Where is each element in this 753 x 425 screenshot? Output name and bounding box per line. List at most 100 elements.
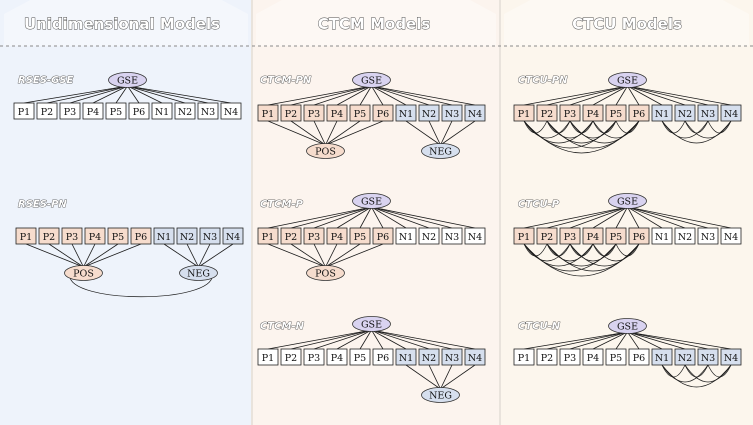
item-box-p2 bbox=[536, 227, 558, 245]
gse-loading-n3 bbox=[627, 206, 709, 229]
column-separator-1 bbox=[251, 0, 253, 425]
pos-factor-ctcm-p-label: POS bbox=[315, 269, 336, 280]
item-box-p5 bbox=[605, 104, 627, 122]
neg-loadings-ctcm-n bbox=[405, 364, 476, 390]
item-box-p1 bbox=[257, 348, 279, 366]
item-label-p5: P5 bbox=[610, 353, 622, 364]
item-label-p2: P2 bbox=[285, 109, 297, 120]
item-box-p3 bbox=[303, 104, 325, 122]
positive-uniqueness-arcs-ctcu-pn bbox=[523, 120, 640, 154]
pos-loading-p2 bbox=[290, 120, 326, 146]
neg-loading-n3 bbox=[440, 364, 453, 390]
item-box-n1 bbox=[395, 227, 417, 245]
item-box-p3 bbox=[59, 102, 81, 120]
item-box-p1 bbox=[513, 348, 535, 366]
item-label-p6: P6 bbox=[377, 232, 389, 243]
item-box-p5 bbox=[105, 102, 127, 120]
pos-loading-p4 bbox=[325, 120, 338, 146]
gse-loading-n1 bbox=[371, 329, 407, 350]
neg-factor-rses-pn-ellipse bbox=[179, 265, 218, 281]
neg-loading-n4 bbox=[440, 120, 476, 146]
gse-loading-p5 bbox=[615, 85, 628, 106]
item-box-p3 bbox=[559, 104, 581, 122]
item-label-p5: P5 bbox=[354, 353, 366, 364]
item-label-n3: N3 bbox=[701, 232, 715, 243]
item-label-n1: N1 bbox=[157, 232, 171, 243]
item-box-p6 bbox=[372, 348, 394, 366]
gse-loading-n4 bbox=[627, 331, 732, 350]
gse-loadings-ctcu-pn bbox=[523, 85, 732, 106]
item-box-n4 bbox=[220, 102, 242, 120]
gse-factor-rses-gse-label: GSE bbox=[117, 76, 138, 87]
gse-loading-p1 bbox=[267, 85, 372, 106]
gse-loading-p5 bbox=[615, 331, 628, 350]
item-label-p4: P4 bbox=[331, 353, 343, 364]
gse-loading-n1 bbox=[627, 206, 663, 229]
item-label-p2: P2 bbox=[285, 353, 297, 364]
gse-loading-p4 bbox=[592, 331, 628, 350]
gse-loadings-ctcu-p bbox=[523, 206, 732, 229]
neg-loadings-ctcm-pn bbox=[405, 120, 476, 146]
item-box-p3 bbox=[559, 348, 581, 366]
item-box-p4 bbox=[582, 104, 604, 122]
gse-factor-ctcm-p-ellipse bbox=[352, 193, 391, 209]
item-box-n4 bbox=[464, 227, 486, 245]
column-background-1 bbox=[0, 0, 252, 425]
pos-loading-p4 bbox=[325, 243, 338, 268]
neg-factor-ctcm-n-label: NEG bbox=[429, 391, 452, 402]
uniqueness-arc-p4-p6 bbox=[592, 120, 640, 139]
gse-loading-n2 bbox=[371, 85, 430, 106]
item-label-n2: N2 bbox=[678, 353, 692, 364]
item-box-n4 bbox=[720, 104, 742, 122]
item-box-n3 bbox=[441, 104, 463, 122]
item-box-p4 bbox=[326, 348, 348, 366]
item-label-p6: P6 bbox=[633, 353, 645, 364]
item-box-p6 bbox=[372, 104, 394, 122]
factor-correlation-rses-pn bbox=[69, 274, 213, 298]
neg-loading-n4 bbox=[198, 243, 234, 268]
gse-loading-p4 bbox=[592, 206, 628, 229]
item-label-n3: N3 bbox=[701, 109, 715, 120]
item-label-n1: N1 bbox=[155, 107, 169, 118]
item-label-p6: P6 bbox=[633, 109, 645, 120]
item-label-p5: P5 bbox=[354, 232, 366, 243]
gse-loading-n4 bbox=[371, 85, 476, 106]
item-box-p1 bbox=[513, 227, 535, 245]
gse-loading-p3 bbox=[313, 329, 372, 350]
item-box-p5 bbox=[107, 227, 129, 245]
gse-loading-p2 bbox=[546, 85, 628, 106]
gse-loading-n3 bbox=[627, 85, 709, 106]
gse-loadings-ctcm-pn bbox=[267, 85, 476, 106]
item-box-n3 bbox=[441, 227, 463, 245]
item-box-p3 bbox=[61, 227, 83, 245]
item-label-p1: P1 bbox=[262, 232, 274, 243]
pos-loading-p6 bbox=[325, 243, 384, 268]
item-box-n3 bbox=[441, 348, 463, 366]
uniqueness-arc-n1-n4 bbox=[661, 364, 732, 388]
item-label-n3: N3 bbox=[203, 232, 217, 243]
model-label-ctcm-pn: CTCM-PN bbox=[260, 75, 312, 86]
neg-loading-n1 bbox=[405, 120, 441, 146]
pos-loadings-rses-pn bbox=[25, 243, 142, 268]
item-label-p5: P5 bbox=[354, 109, 366, 120]
gse-loading-p4 bbox=[336, 85, 372, 106]
item-box-p4 bbox=[326, 227, 348, 245]
item-box-n2 bbox=[418, 348, 440, 366]
item-label-p1: P1 bbox=[518, 109, 530, 120]
gse-loading-p6 bbox=[627, 85, 640, 106]
uniqueness-arc-n2-n4 bbox=[684, 364, 732, 383]
item-box-n2 bbox=[674, 348, 696, 366]
item-box-p1 bbox=[513, 104, 535, 122]
gse-loading-p1 bbox=[23, 85, 128, 104]
gse-loading-p2 bbox=[290, 329, 372, 350]
item-box-p6 bbox=[628, 227, 650, 245]
item-box-p6 bbox=[628, 348, 650, 366]
item-label-p3: P3 bbox=[308, 109, 320, 120]
item-label-n2: N2 bbox=[180, 232, 194, 243]
gse-loading-p6 bbox=[127, 85, 140, 104]
